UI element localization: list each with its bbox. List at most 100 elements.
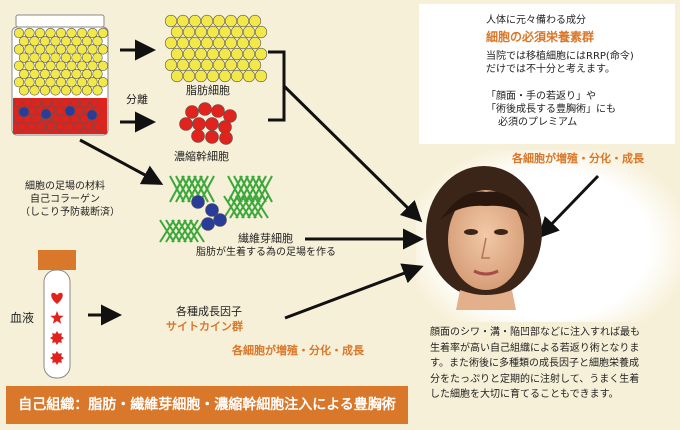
label-stem-cells: 濃縮幹細胞 (174, 150, 229, 163)
panel-title: 人体に元々備わる成分 (486, 15, 586, 26)
jar-red-cell (51, 98, 61, 108)
jar-fat-cell (60, 52, 72, 63)
jar-fat-cell (34, 44, 46, 55)
fat-cell (254, 47, 268, 61)
fat-cell (212, 36, 226, 50)
panel-quote-line-3: 必須のプレミアム (498, 117, 578, 128)
jar-red-cell (70, 98, 80, 108)
fibroblast-fiber (171, 219, 187, 243)
fibroblast-cell (201, 217, 215, 231)
panel-text-line-2: だけでは不十分と考えます。 (486, 64, 615, 75)
jar-fat-cell (97, 60, 109, 71)
jar-fat-cell (55, 77, 67, 88)
fibroblast-fiber (189, 219, 205, 243)
jar-fat-cell (60, 68, 72, 80)
fibroblast-fiber (159, 219, 175, 243)
fat-cell (236, 36, 250, 50)
jar-fat-cell (29, 68, 40, 80)
jar-red-cell (32, 98, 42, 108)
label-matrix-material: 細胞の足場の材料 自己コラーゲン （しこり予防裁断済） (20, 180, 120, 219)
jar-fat-cell (13, 60, 25, 71)
fat-cell (242, 69, 256, 83)
jar-red-cell (89, 98, 99, 108)
fat-cell (230, 47, 244, 61)
panel-quote-line-2: 「術後成長する豊胸術」にも (486, 104, 616, 115)
jar-fat-cell (60, 36, 72, 47)
jar-fat-cell (87, 77, 98, 88)
fibroblast-fiber (183, 219, 199, 243)
jar-fat-cell (50, 52, 61, 63)
fibroblast-fiber (253, 195, 269, 219)
jar-fat-cell (60, 85, 72, 96)
fat-cell (254, 69, 268, 83)
fat-cell (164, 14, 178, 28)
fat-cell (212, 14, 226, 28)
jar-fat-cell (97, 44, 109, 55)
fibroblast-fiber (177, 219, 193, 243)
fat-cells-cluster (164, 14, 268, 83)
fibroblast-fiber (241, 195, 257, 219)
panel-subtitle: 細胞の必須栄養素群 (486, 30, 595, 44)
woman-face-photo (426, 166, 542, 310)
star-icon (50, 311, 64, 324)
fat-cell (230, 69, 244, 83)
fat-cell (194, 47, 208, 61)
burst-icon (50, 351, 64, 365)
jar-red-cell (51, 114, 61, 124)
fat-cell (224, 58, 238, 72)
fat-cell (182, 47, 196, 61)
fat-cell (254, 25, 268, 39)
label-proliferation-right: 各細胞が増殖・分化・成長 (512, 152, 644, 165)
jar-red-cell (93, 122, 103, 132)
jar-fat-cell (71, 36, 82, 47)
fat-cell (236, 14, 250, 28)
jar-fat-cell (18, 52, 30, 63)
jar-fat-cell (50, 36, 61, 47)
jar-red-cells (13, 98, 103, 132)
fat-cell (188, 36, 202, 50)
jar-fat-cell (76, 60, 88, 71)
jar-fat-cell (87, 27, 98, 39)
jar-fat-cell (39, 36, 51, 47)
jar-red-cell (70, 114, 80, 124)
fat-cell (224, 36, 238, 50)
fibroblast-fiber (223, 195, 239, 219)
fat-cell (200, 36, 214, 50)
stem-cell (179, 117, 193, 131)
fibroblast-fiber-group (169, 175, 215, 203)
fibroblast-fiber (245, 175, 261, 203)
label-growth-factors: 各種成長因子 (176, 305, 242, 318)
fibroblast-fiber (233, 175, 249, 203)
jar-fat-cell (66, 27, 77, 39)
description-line-1: 顔面のシワ・溝・陥凹部などに注入すれば最も (430, 327, 640, 338)
stem-cell (191, 129, 205, 143)
jar-fat-cell (97, 27, 109, 39)
jar-fat-cell (18, 36, 30, 47)
jar-fat-cell (29, 85, 40, 96)
jar-red-cell (74, 122, 84, 132)
fat-cell (242, 47, 256, 61)
matrix-line-2: 自己コラーゲン (30, 194, 100, 205)
fat-cell (176, 58, 190, 72)
jar-red-cell (55, 122, 65, 132)
fibroblast-fiber (227, 175, 243, 203)
jar-fat-cell (45, 77, 56, 88)
stem-cells-cluster (179, 102, 237, 145)
panel-quote: 「顔面・手の若返り」や 「術後成長する豊胸術」にも 必須のプレミアム (486, 90, 616, 129)
jar-red-cell (65, 122, 74, 132)
jar-fat-cell (76, 27, 88, 39)
fat-cell (182, 25, 196, 39)
fibroblast-fiber (235, 195, 251, 219)
fibroblast-fiber (247, 195, 263, 219)
fat-cell (236, 58, 250, 72)
description-line-2: 生着率が高い自己組織による若返り術となりま (430, 342, 640, 354)
jar-fat-cell (24, 60, 35, 71)
fat-cell (206, 47, 220, 61)
label-separation: 分離 (126, 93, 148, 106)
label-blood: 血液 (10, 311, 35, 325)
jar-red-cell (27, 122, 36, 132)
jar-fat-cell (50, 85, 61, 96)
fibroblast-cluster (159, 175, 273, 243)
fibroblast-cell (205, 203, 219, 217)
